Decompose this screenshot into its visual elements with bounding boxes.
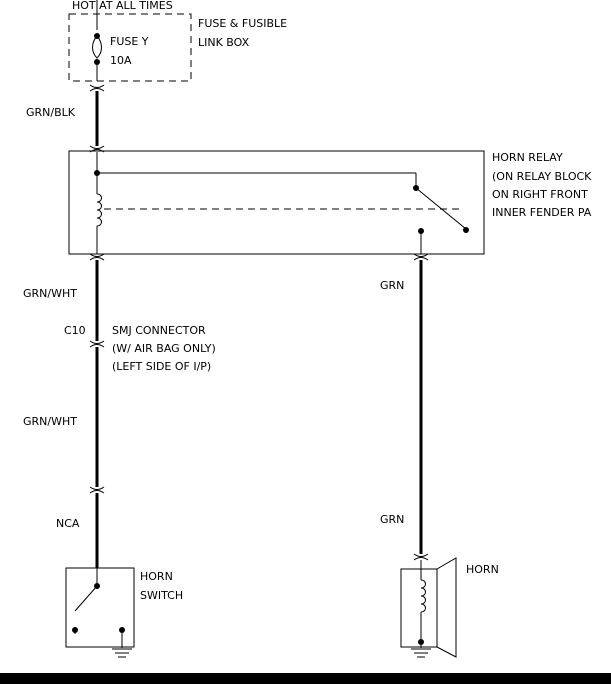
connector-label-line3: (LEFT SIDE OF I/P) xyxy=(112,360,211,373)
relay-label-line3: ON RIGHT FRONT xyxy=(492,188,588,201)
horn-connector-icon xyxy=(413,553,429,561)
horn xyxy=(400,557,457,658)
ground-icon xyxy=(411,648,431,658)
connector-label-line2: (W/ AIR BAG ONLY) xyxy=(112,342,216,355)
fuse-name-label: FUSE Y xyxy=(110,35,149,48)
horn-relay xyxy=(68,145,485,261)
relay-contact-tip xyxy=(463,227,469,233)
fuse-box-name-line2: LINK BOX xyxy=(198,36,250,49)
inline-connector-icon xyxy=(89,486,105,494)
horn-switch-arm-icon xyxy=(74,585,98,612)
horn-switch-label-line1: HORN xyxy=(140,570,173,583)
wire-label-grn-wht-lower: GRN/WHT xyxy=(23,415,77,428)
relay-coil-connector-icon xyxy=(89,253,105,257)
wire-label-grn-lower: GRN xyxy=(380,513,404,526)
relay-coil-icon xyxy=(96,193,102,227)
horn-switch xyxy=(65,567,135,658)
bottom-border xyxy=(0,673,611,684)
connector-id-label: C10 xyxy=(64,324,86,337)
fuse-box-name-line1: FUSE & FUSIBLE xyxy=(198,17,287,30)
c10-connector-icon xyxy=(89,340,105,348)
horn-coil-icon xyxy=(420,579,426,613)
fuse-box-outline xyxy=(68,13,192,82)
relay-label-line1: HORN RELAY xyxy=(492,151,563,164)
wire-label-nca: NCA xyxy=(56,517,80,530)
wire-label-grn-blk: GRN/BLK xyxy=(26,106,76,119)
connector-label-line1: SMJ CONNECTOR xyxy=(112,324,206,337)
wire-label-grn-wht-upper: GRN/WHT xyxy=(23,287,77,300)
hot-at-all-times-label: HOT AT ALL TIMES xyxy=(72,0,173,12)
wire-label-grn-upper: GRN xyxy=(380,279,404,292)
horn-body-outline xyxy=(400,568,438,648)
relay-label-line2: (ON RELAY BLOCK xyxy=(492,170,592,183)
relay-output-connector-icon xyxy=(413,253,429,257)
fuse-box-connector-icon xyxy=(89,84,105,92)
relay-input-connector-icon xyxy=(89,145,105,149)
fuse-element-icon xyxy=(92,35,102,59)
fuse-box xyxy=(68,0,192,82)
horn-switch-outline xyxy=(65,567,135,648)
horn-bell-icon xyxy=(436,557,457,658)
horn-label: HORN xyxy=(466,563,499,576)
relay-label-line4: INNER FENDER PA xyxy=(492,206,592,219)
relay-outline xyxy=(68,150,485,255)
fuse-rating-label: 10A xyxy=(110,54,132,67)
ground-icon xyxy=(112,648,132,658)
horn-switch-label-line2: SWITCH xyxy=(140,589,183,602)
